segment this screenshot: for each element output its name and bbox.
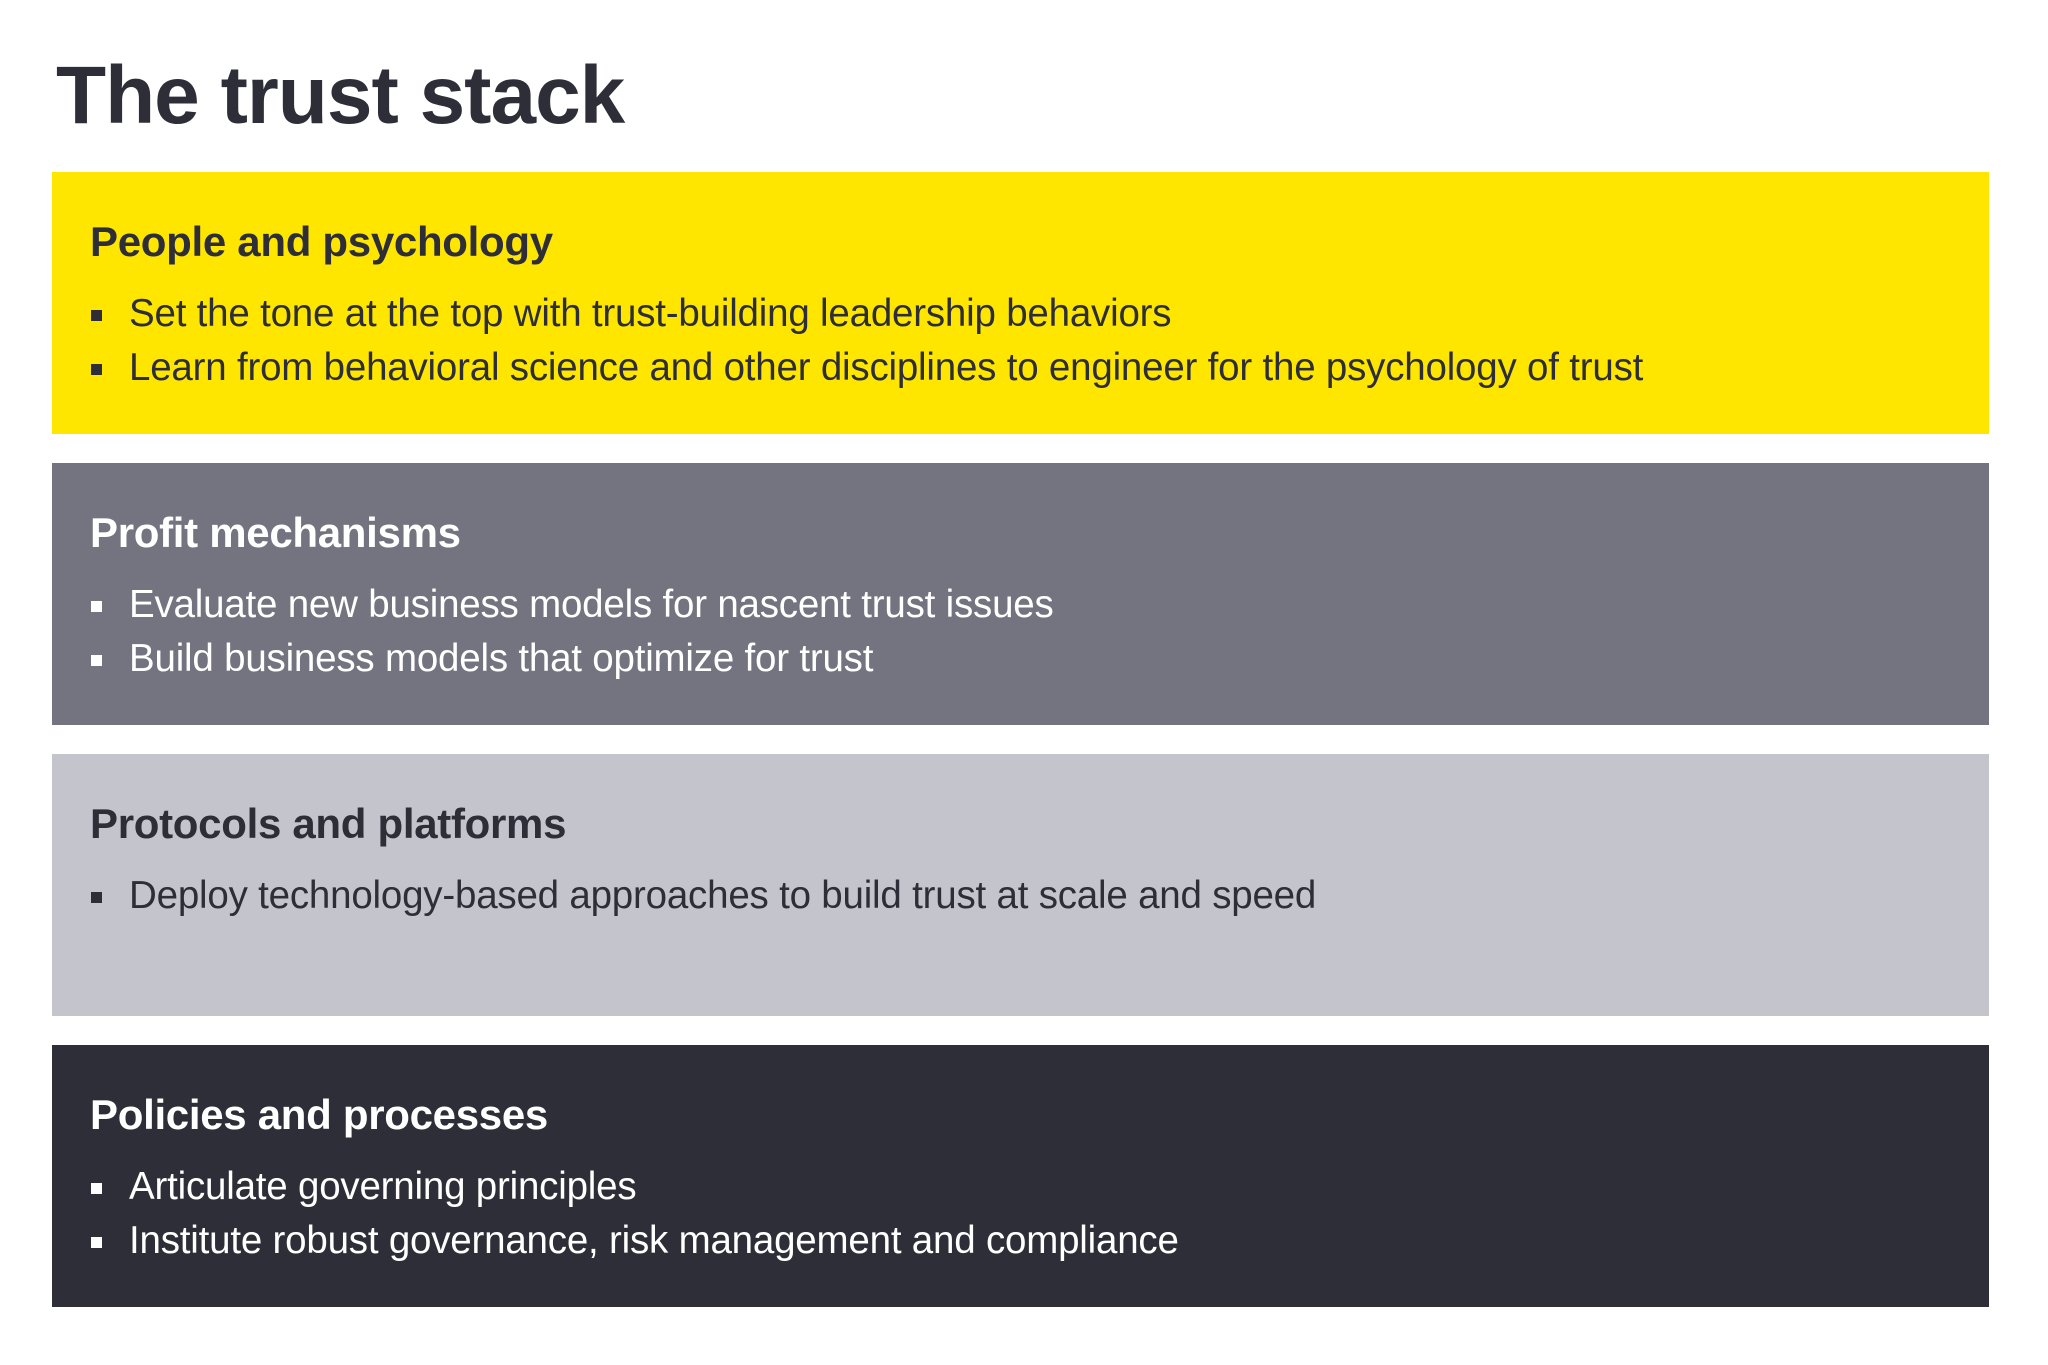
layer-profit-mechanisms: Profit mechanisms Evaluate new business … bbox=[52, 463, 1989, 725]
square-bullet-icon bbox=[91, 1237, 102, 1248]
list-item: Build business models that optimize for … bbox=[90, 632, 1951, 686]
list-item-text: Deploy technology-based approaches to bu… bbox=[129, 874, 1317, 917]
list-item: Evaluate new business models for nascent… bbox=[90, 578, 1951, 632]
layer-title: Profit mechanisms bbox=[90, 509, 461, 556]
list-item-text: Evaluate new business models for nascent… bbox=[129, 583, 1054, 626]
layer-items: Deploy technology-based approaches to bu… bbox=[90, 869, 1951, 923]
layer-people-and-psychology: People and psychology Set the tone at th… bbox=[52, 172, 1989, 434]
list-item: Deploy technology-based approaches to bu… bbox=[90, 869, 1951, 923]
layer-items: Evaluate new business models for nascent… bbox=[90, 578, 1951, 686]
layer-title: Protocols and platforms bbox=[90, 800, 567, 847]
square-bullet-icon bbox=[91, 601, 102, 612]
list-item-text: Set the tone at the top with trust-build… bbox=[129, 292, 1172, 335]
page-title: The trust stack bbox=[56, 50, 625, 141]
list-item-text: Institute robust governance, risk manage… bbox=[129, 1219, 1179, 1262]
square-bullet-icon bbox=[91, 364, 102, 375]
square-bullet-icon bbox=[91, 655, 102, 666]
list-item: Learn from behavioral science and other … bbox=[90, 341, 1951, 395]
list-item-text: Build business models that optimize for … bbox=[129, 637, 874, 680]
list-item: Articulate governing principles bbox=[90, 1160, 1951, 1214]
layer-items: Set the tone at the top with trust-build… bbox=[90, 287, 1951, 395]
trust-stack: People and psychology Set the tone at th… bbox=[52, 172, 1989, 1307]
layer-title: People and psychology bbox=[90, 218, 553, 265]
square-bullet-icon bbox=[91, 1183, 102, 1194]
square-bullet-icon bbox=[91, 892, 102, 903]
square-bullet-icon bbox=[91, 310, 102, 321]
layer-items: Articulate governing principles Institut… bbox=[90, 1160, 1951, 1268]
list-item: Set the tone at the top with trust-build… bbox=[90, 287, 1951, 341]
list-item-text: Learn from behavioral science and other … bbox=[129, 346, 1644, 389]
list-item: Institute robust governance, risk manage… bbox=[90, 1214, 1951, 1268]
layer-title: Policies and processes bbox=[90, 1091, 548, 1138]
layer-protocols-and-platforms: Protocols and platforms Deploy technolog… bbox=[52, 754, 1989, 1016]
layer-policies-and-processes: Policies and processes Articulate govern… bbox=[52, 1045, 1989, 1307]
list-item-text: Articulate governing principles bbox=[129, 1165, 637, 1208]
